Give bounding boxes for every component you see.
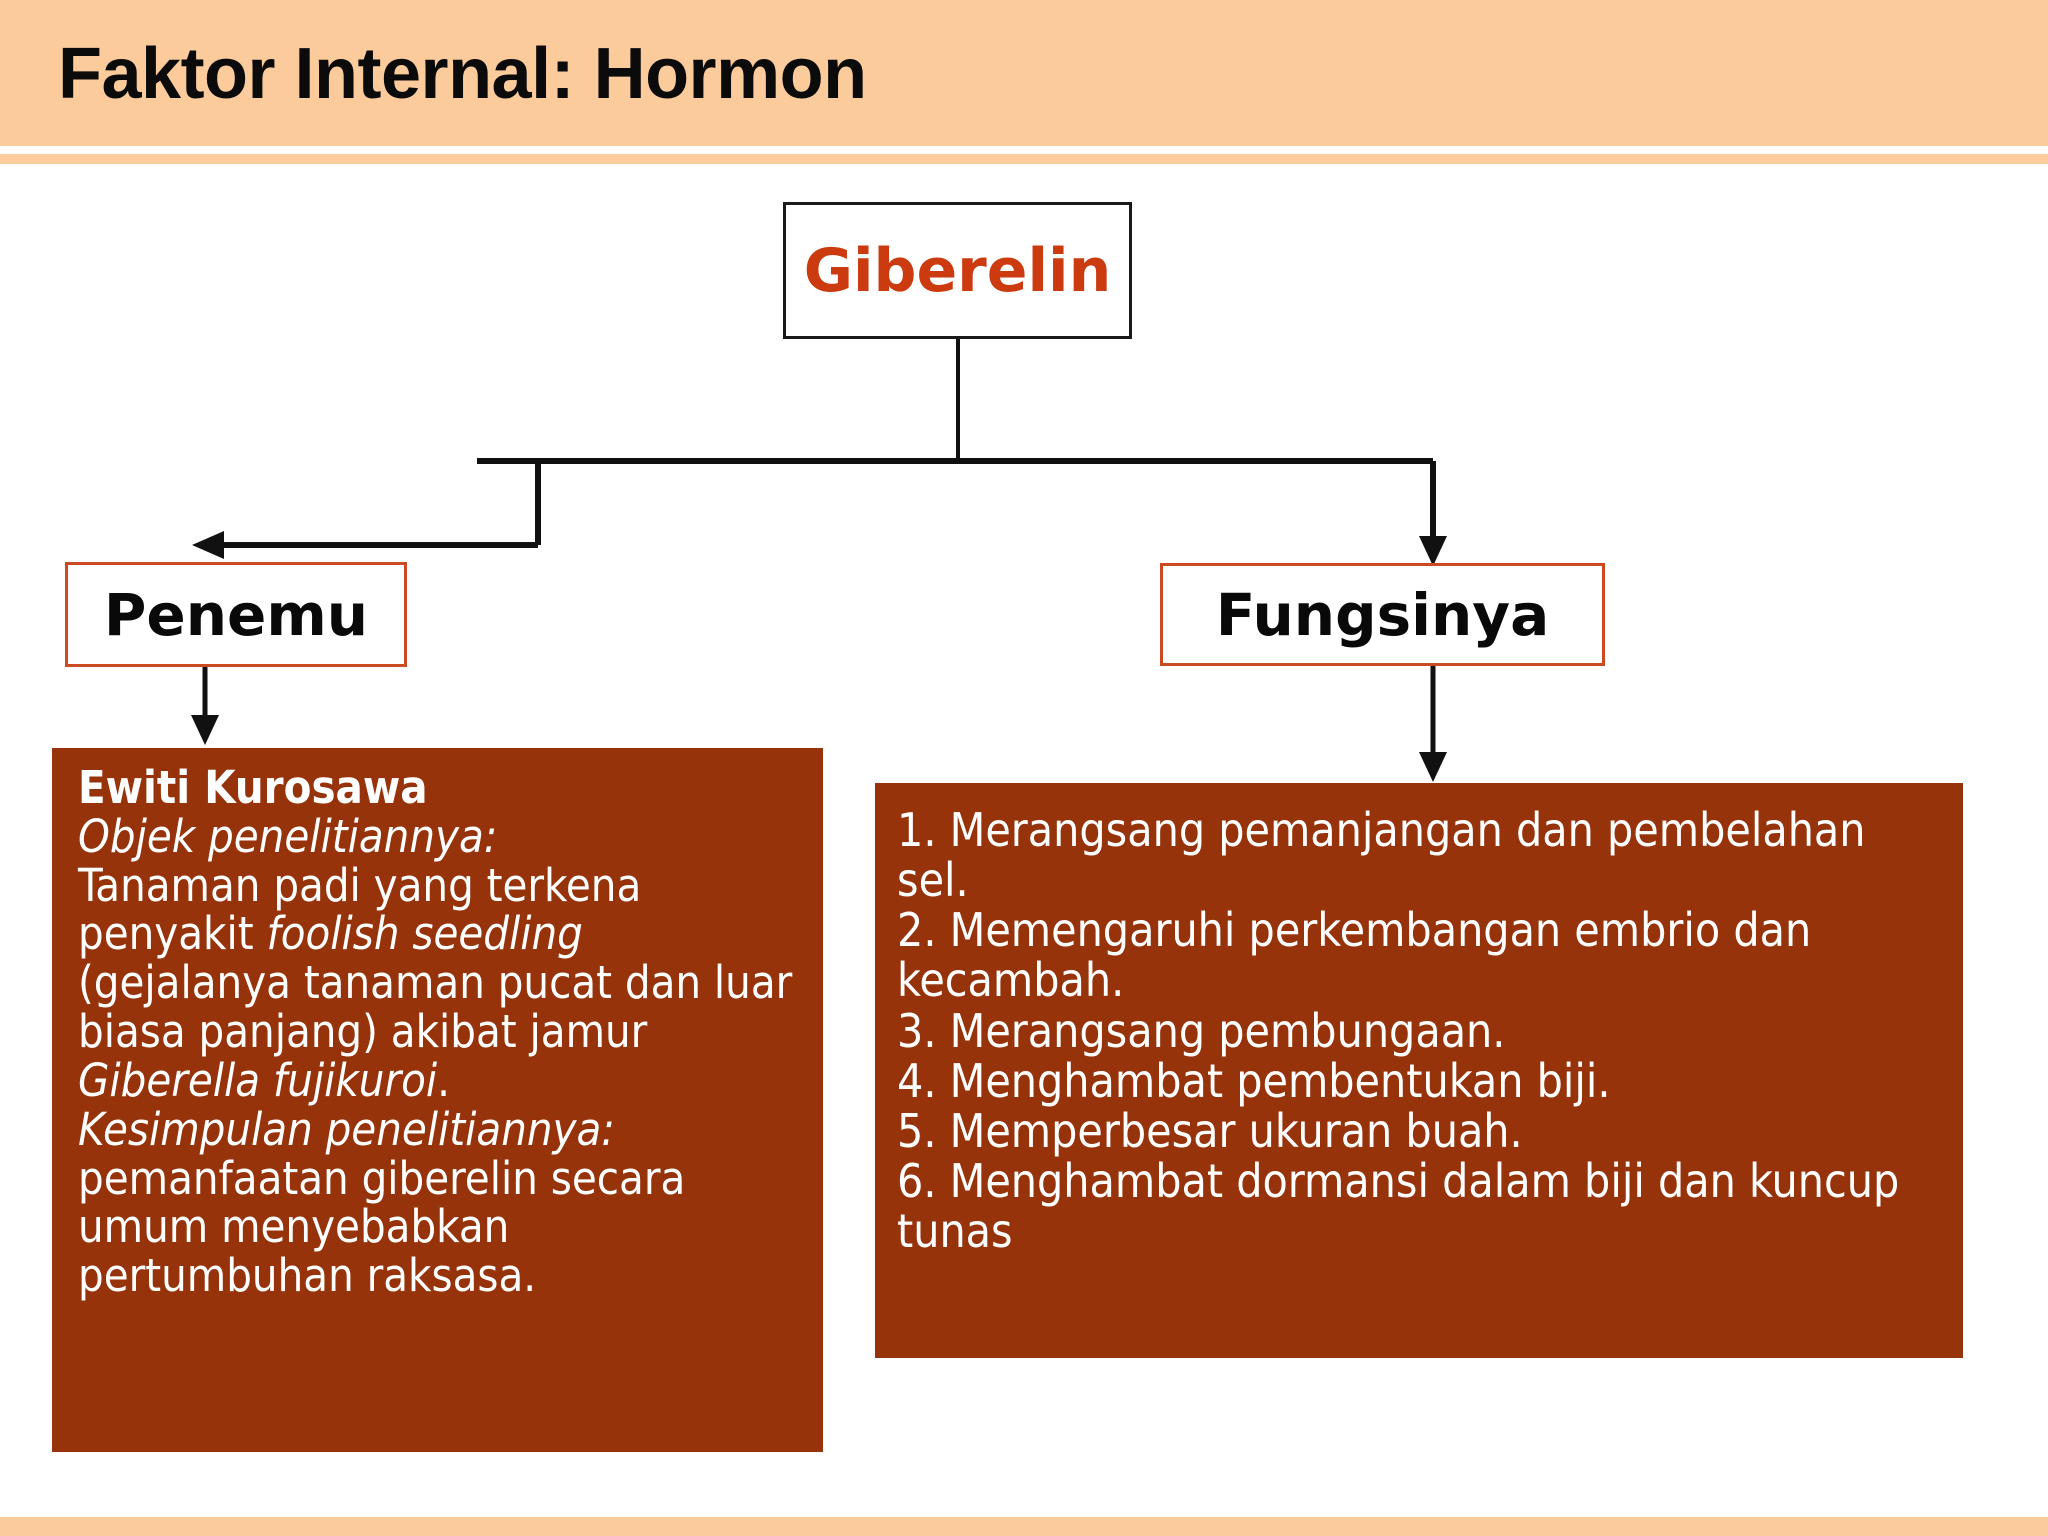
page-title: Faktor Internal: Hormon	[58, 34, 867, 114]
list-item: 2. Memengaruhi perkembangan embrio dan k…	[897, 903, 1812, 1008]
panel-penemu-conclusion-body: pemanfaatan giberelin secara umum menyeb…	[78, 1151, 686, 1303]
list-item: 4. Menghambat pembentukan biji.	[897, 1053, 1611, 1108]
panel-penemu-body-italic-2: Giberella fujikuroi	[78, 1053, 438, 1107]
node-penemu[interactable]: Penemu	[65, 562, 407, 667]
panel-penemu-body-part-2: (gejalanya tanaman pucat dan luar biasa …	[78, 956, 793, 1059]
footer-band	[0, 1517, 2048, 1536]
panel-fungsinya: 1. Merangsang pemanjangan dan pembelahan…	[875, 783, 1963, 1358]
panel-penemu-conclusion-label: Kesimpulan penelitiannya:	[78, 1102, 615, 1156]
header-underline	[55, 146, 2010, 154]
node-penemu-label: Penemu	[103, 580, 369, 649]
arrowhead-left	[192, 531, 224, 559]
node-giberelin[interactable]: Giberelin	[783, 202, 1132, 339]
header-band	[0, 0, 2048, 146]
arrowhead-right	[1419, 536, 1447, 566]
node-giberelin-label: Giberelin	[803, 235, 1112, 306]
panel-fungsinya-list: 1. Merangsang pemanjangan dan pembelahan…	[897, 805, 1941, 1256]
panel-penemu-subheading: Objek penelitiannya:	[78, 809, 498, 863]
arrowhead-fungsinya-down	[1419, 752, 1447, 782]
panel-penemu: Ewiti Kurosawa Objek penelitiannya: Tana…	[52, 748, 823, 1452]
list-item: 5. Memperbesar ukuran buah.	[897, 1103, 1523, 1158]
panel-penemu-body-part-1: Tanaman padi yang terkena penyakit	[78, 858, 642, 961]
arrowhead-penemu-down	[191, 715, 219, 745]
node-fungsinya[interactable]: Fungsinya	[1160, 563, 1605, 666]
panel-penemu-body: Tanaman padi yang terkena penyakit fooli…	[78, 858, 797, 1107]
list-item: 6. Menghambat dormansi dalam biji dan ku…	[897, 1153, 1900, 1258]
panel-penemu-heading: Ewiti Kurosawa	[78, 761, 428, 814]
panel-penemu-body-italic-1: foolish seedling	[266, 907, 583, 961]
list-item: 3. Merangsang pembungaan.	[897, 1003, 1506, 1058]
list-item: 1. Merangsang pemanjangan dan pembelahan…	[897, 803, 1866, 908]
header-band-lower	[0, 154, 2048, 164]
panel-penemu-body-part-3: .	[437, 1053, 450, 1107]
panel-penemu-text: Ewiti Kurosawa Objek penelitiannya: Tana…	[78, 761, 797, 1303]
node-fungsinya-label: Fungsinya	[1215, 580, 1550, 649]
